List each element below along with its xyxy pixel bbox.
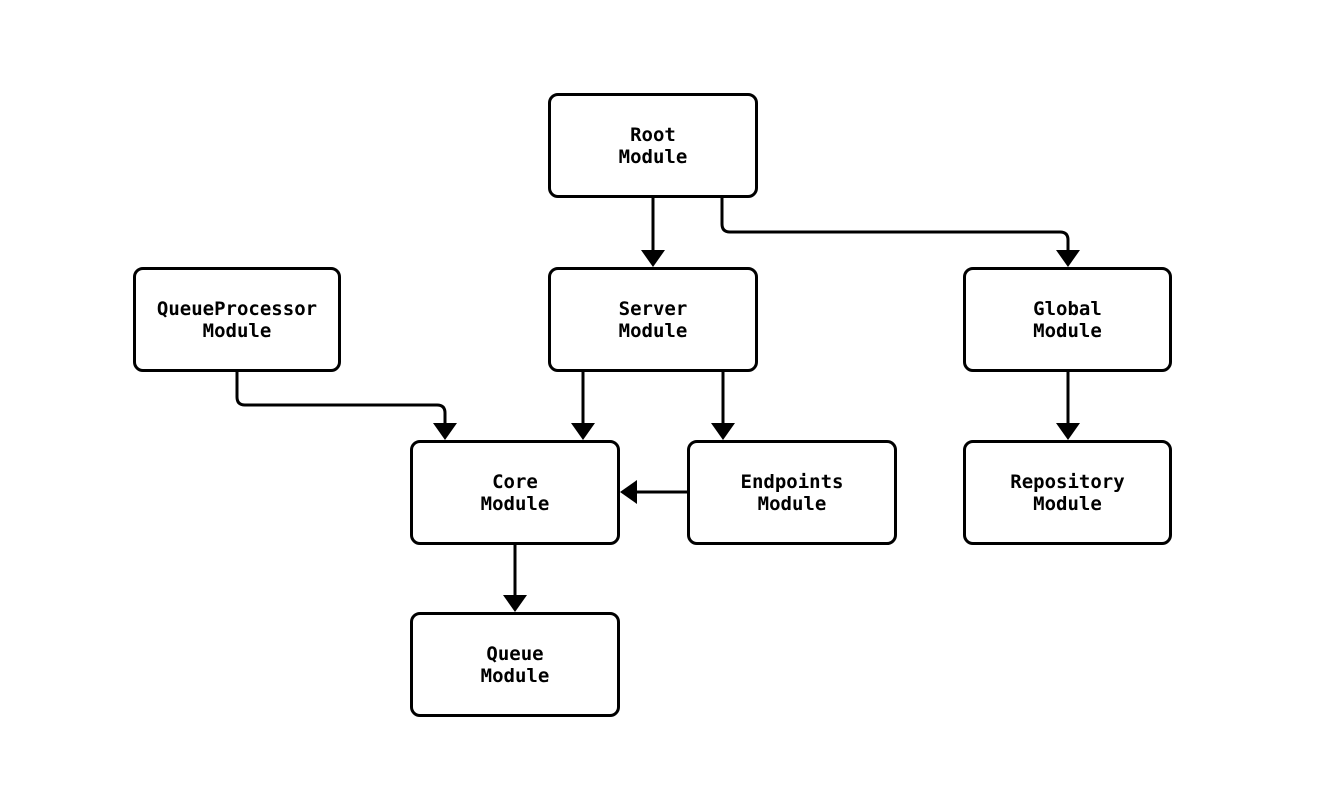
node-label: Repository <box>1010 470 1125 493</box>
node-label: Module <box>618 145 688 168</box>
arrowhead-server-to-core <box>571 423 595 440</box>
node-label: Module <box>1033 492 1102 515</box>
node-label: Module <box>757 492 827 515</box>
node-label: Module <box>480 492 550 515</box>
node-label: Core <box>492 470 538 493</box>
edge-root-to-global <box>720 198 1070 254</box>
node-label: Queue <box>486 642 544 665</box>
arrowhead-root-to-server <box>641 250 665 267</box>
arrowhead-server-to-endpoints <box>711 423 735 440</box>
arrowhead-root-to-global <box>1056 250 1080 267</box>
edge-queueprocessor-to-core <box>235 372 447 427</box>
node-label: Module <box>480 664 550 687</box>
arrowhead-core-to-queue <box>503 595 527 612</box>
node-label: Server <box>618 297 688 320</box>
node-label: Root <box>630 123 676 146</box>
node-label: QueueProcessor <box>156 297 318 320</box>
node-label: Module <box>1033 319 1102 342</box>
node-label: Endpoints <box>740 470 844 493</box>
node-label: Module <box>202 319 272 342</box>
arrowhead-global-to-repository <box>1056 423 1080 440</box>
node-label: Module <box>618 319 688 342</box>
node-label: Global <box>1033 297 1102 320</box>
arrowhead-endpoints-to-core <box>620 480 637 504</box>
arrowhead-queueprocessor-to-core <box>433 423 457 440</box>
